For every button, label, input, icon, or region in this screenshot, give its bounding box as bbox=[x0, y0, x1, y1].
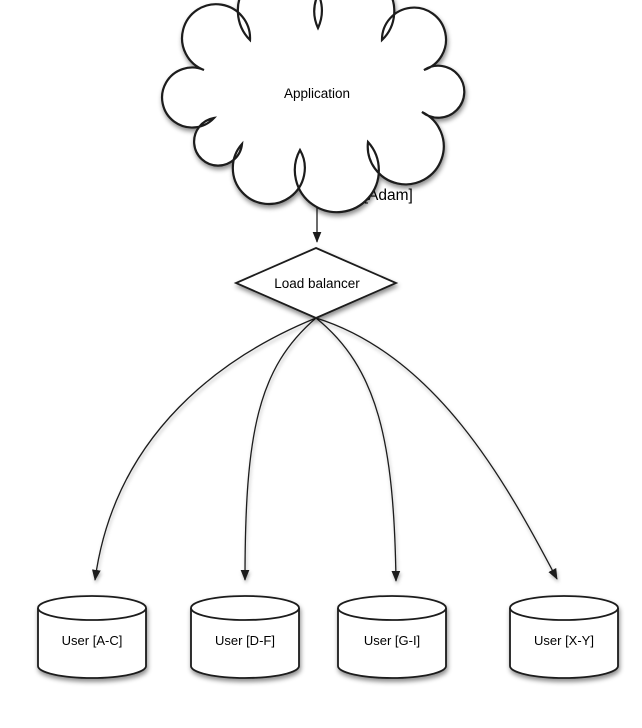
shard-3-cylinder-body bbox=[337, 608, 447, 679]
edge-loadbalancer-shard-4 bbox=[315, 317, 558, 580]
shard-2-cylinder-body bbox=[190, 608, 300, 679]
shard-4-label: User [X-Y] bbox=[534, 633, 594, 648]
shard-1-cylinder-top bbox=[37, 595, 147, 621]
edges-loadbalancer-to-shards bbox=[92, 317, 558, 582]
application-label: Application bbox=[284, 86, 350, 101]
shard-4-cylinder-top bbox=[509, 595, 619, 621]
shard-3-cylinder-top bbox=[337, 595, 447, 621]
node-shard-4: User [X-Y] bbox=[509, 595, 619, 679]
shard-1-label: User [A-C] bbox=[62, 633, 123, 648]
node-shard-1: User [A-C] bbox=[37, 595, 147, 679]
node-shard-3: User [G-I] bbox=[337, 595, 447, 679]
shard-4-cylinder-body bbox=[509, 608, 619, 679]
node-application: Application bbox=[160, 0, 466, 214]
application-cloud-shape bbox=[160, 0, 466, 214]
shard-3-label: User [G-I] bbox=[364, 633, 420, 648]
edge-loadbalancer-shard-3 bbox=[315, 317, 401, 582]
node-shard-2: User [D-F] bbox=[190, 595, 300, 679]
load-balancer-label: Load balancer bbox=[274, 276, 360, 291]
edge-loadbalancer-shard-2 bbox=[240, 317, 317, 581]
node-load-balancer: Load balancer bbox=[233, 247, 399, 319]
edge-loadbalancer-shard-1 bbox=[92, 317, 317, 581]
shard-1-cylinder-body bbox=[37, 608, 147, 679]
shard-2-cylinder-top bbox=[190, 595, 300, 621]
load-balancer-diamond-shape bbox=[233, 247, 399, 319]
shard-2-label: User [D-F] bbox=[215, 633, 275, 648]
